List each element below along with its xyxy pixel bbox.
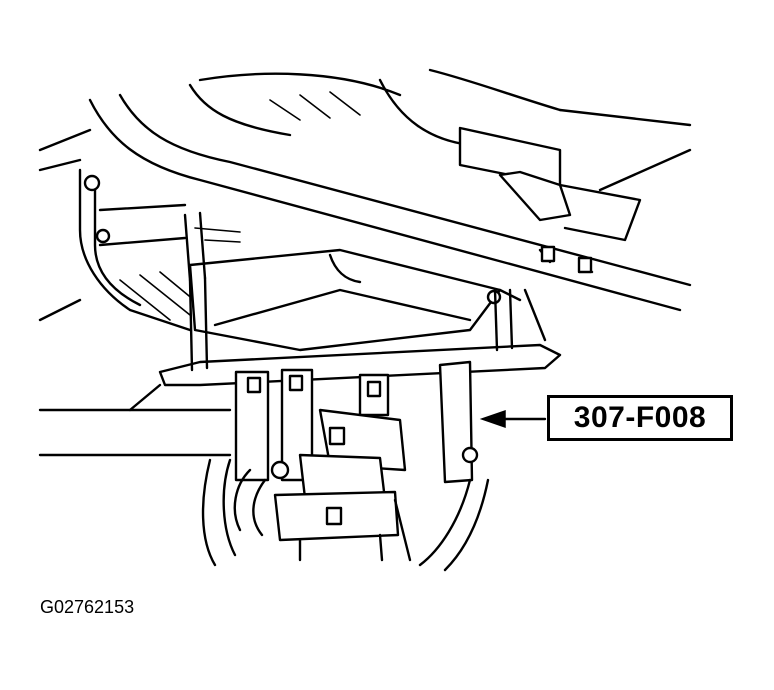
crossmember: [38, 383, 490, 572]
jack-head-assembly: [233, 408, 412, 562]
tool-number-label: 307-F008: [573, 401, 707, 434]
jack-adapter-frame: [158, 211, 562, 484]
oil-pan: [188, 248, 522, 352]
vehicle-underbody: [38, 68, 692, 312]
callout-arrow: [479, 409, 547, 429]
figure-id-label: G02762153: [40, 597, 135, 617]
frame-bracket: [38, 168, 201, 332]
tool-number-callout: 307-F008: [547, 395, 733, 441]
